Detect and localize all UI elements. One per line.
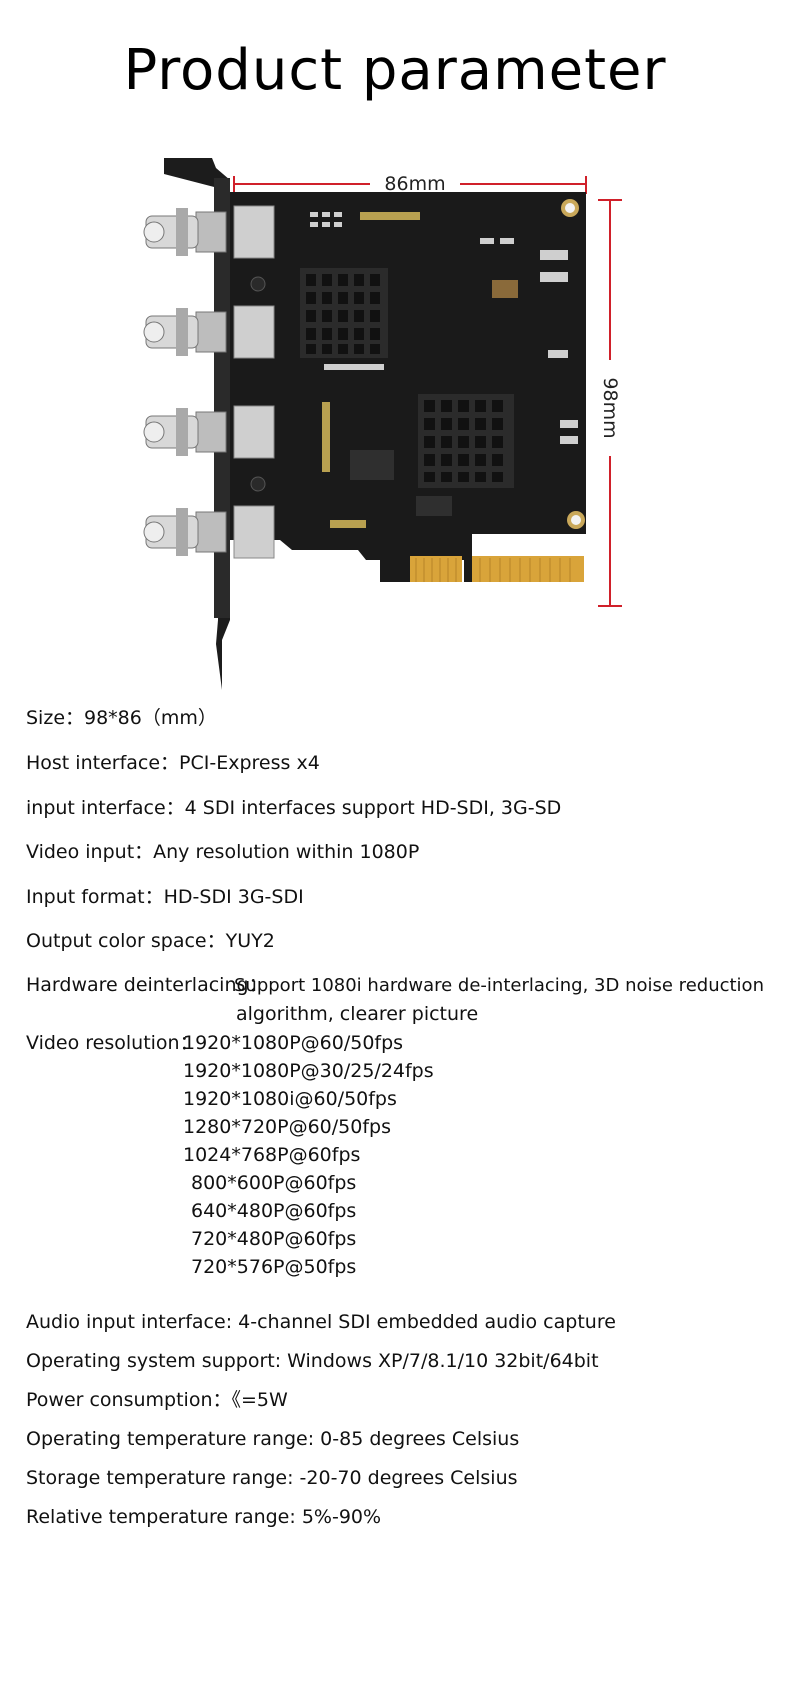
gold-fingers xyxy=(410,556,584,582)
resolution-item: 1920*1080P@60/50fps xyxy=(183,1032,404,1054)
width-dimension xyxy=(233,176,587,194)
height-label: 98mm xyxy=(599,377,621,438)
resolution-item: 640*480P@60fps xyxy=(191,1200,357,1222)
resolution-item: 1920*1080P@30/25/24fps xyxy=(183,1060,434,1082)
page-title: Product parameter xyxy=(123,38,667,103)
resolution-item: 1024*768P@60fps xyxy=(183,1144,361,1166)
pci-bracket xyxy=(164,158,230,690)
spec-relative-temp: Relative temperature range: 5%-90% xyxy=(26,1506,382,1528)
spec-operating-temp: Operating temperature range: 0-85 degree… xyxy=(26,1428,520,1450)
spec-storage-temp: Storage temperature range: -20-70 degree… xyxy=(26,1467,518,1489)
bnc-connectors xyxy=(143,205,275,559)
spec-video-resolution-label: Video resolution： xyxy=(26,1032,199,1054)
spec-input-format: Input format：HD-SDI 3G-SDI xyxy=(26,886,304,908)
spec-video-input: Video input：Any resolution within 1080P xyxy=(26,841,420,863)
spec-hw-deinterlacing-label: Hardware deinterlacing： xyxy=(26,974,268,996)
resolution-item: 1920*1080i@60/50fps xyxy=(183,1088,397,1110)
spec-power: Power consumption：《=5W xyxy=(26,1389,288,1411)
resolution-item: 800*600P@60fps xyxy=(191,1172,357,1194)
product-image: 86mm 98mm xyxy=(143,158,622,690)
spec-os-support: Operating system support: Windows XP/7/8… xyxy=(26,1350,599,1372)
spec-input-interface: input interface：4 SDI interfaces support… xyxy=(26,797,562,819)
resolution-item: 1280*720P@60/50fps xyxy=(183,1116,391,1138)
resolution-item: 720*480P@60fps xyxy=(191,1228,357,1250)
spec-size: Size：98*86（mm） xyxy=(26,707,217,729)
spec-host-interface: Host interface：PCI-Express x4 xyxy=(26,752,320,774)
resolution-item: 720*576P@50fps xyxy=(191,1256,357,1278)
width-label: 86mm xyxy=(384,173,445,195)
heatsink-small xyxy=(300,268,388,358)
pcb-board xyxy=(230,192,586,582)
smd-components xyxy=(310,212,578,528)
heatsink-large xyxy=(418,394,514,488)
spec-hw-deinterlacing-line2: algorithm, clearer picture xyxy=(236,1003,479,1025)
spec-output-color-space: Output color space：YUY2 xyxy=(26,930,275,952)
spec-audio-input: Audio input interface: 4-channel SDI emb… xyxy=(26,1311,616,1333)
height-dimension xyxy=(598,199,622,607)
spec-hw-deinterlacing-line1: Support 1080i hardware de-interlacing, 3… xyxy=(234,975,764,996)
